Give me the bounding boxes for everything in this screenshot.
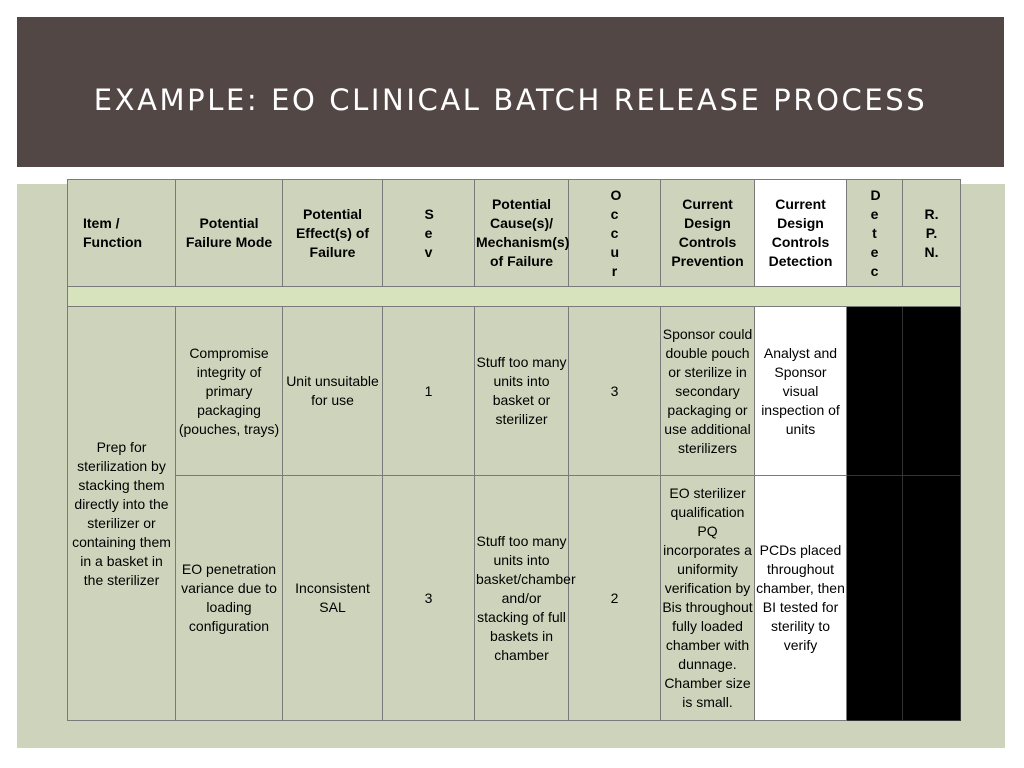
header-failure-mode: Potential Failure Mode [175,179,283,287]
header-detec-text: D e t e c [870,186,881,279]
header-row: Item / Function Potential Failure Mode P… [67,179,961,287]
table-row: Prep for sterilization by stacking them … [67,306,961,721]
cell-rpn-blackout [902,475,961,721]
cell-occur: 3 [568,306,661,476]
title-band: EXAMPLE: EO CLINICAL BATCH RELEASE PROCE… [17,17,1004,167]
spacer-cell [67,286,961,307]
cell-detection: Analyst and Sponsor visual inspection of… [754,306,847,476]
slide-title: EXAMPLE: EO CLINICAL BATCH RELEASE PROCE… [93,83,928,117]
cell-detec-blackout [846,475,903,721]
header-sev-text: S e v [424,205,434,260]
fmea-table: Item / Function Potential Failure Mode P… [67,179,961,721]
cell-occur: 2 [568,475,661,721]
table-row: EO penetration variance due to loading c… [68,475,961,721]
cell-sev: 1 [382,306,475,476]
cell-effects: Inconsistent SAL [282,475,383,721]
header-occur-text: O c c u r [610,186,622,279]
header-detec: D e t e c [846,179,903,287]
cell-rpn-blackout [902,306,961,476]
cell-sev: 3 [382,475,475,721]
header-sev: S e v [382,179,475,287]
header-occur: O c c u r [568,179,661,287]
cell-prevention: EO sterilizer qualification PQ incorpora… [660,475,755,721]
header-rpn-text: R. P. N. [924,205,939,260]
header-causes: Potential Cause(s)/ Mechanism(s) of Fail… [474,179,569,287]
header-detection: Current Design Controls Detection [754,179,847,287]
cell-prevention: Sponsor could double pouch or sterilize … [660,306,755,476]
cell-detec-blackout [846,306,903,476]
header-rpn: R. P. N. [902,179,961,287]
cell-failure-mode: EO penetration variance due to loading c… [175,475,283,721]
header-prevention: Current Design Controls Prevention [660,179,755,287]
cell-item-function: Prep for sterilization by stacking them … [67,306,176,721]
header-item-function: Item / Function [67,179,176,287]
cell-causes: Stuff too many units into basket/chamber… [474,475,576,721]
cell-causes: Stuff too many units into basket or ster… [474,306,569,476]
cell-effects: Unit unsuitable for use [282,306,383,476]
cell-detection: PCDs placed throughout chamber, then BI … [754,475,847,721]
header-effects: Potential Effect(s) of Failure [282,179,383,287]
cell-failure-mode: Compromise integrity of primary packagin… [175,306,283,476]
spacer-row [67,286,961,307]
